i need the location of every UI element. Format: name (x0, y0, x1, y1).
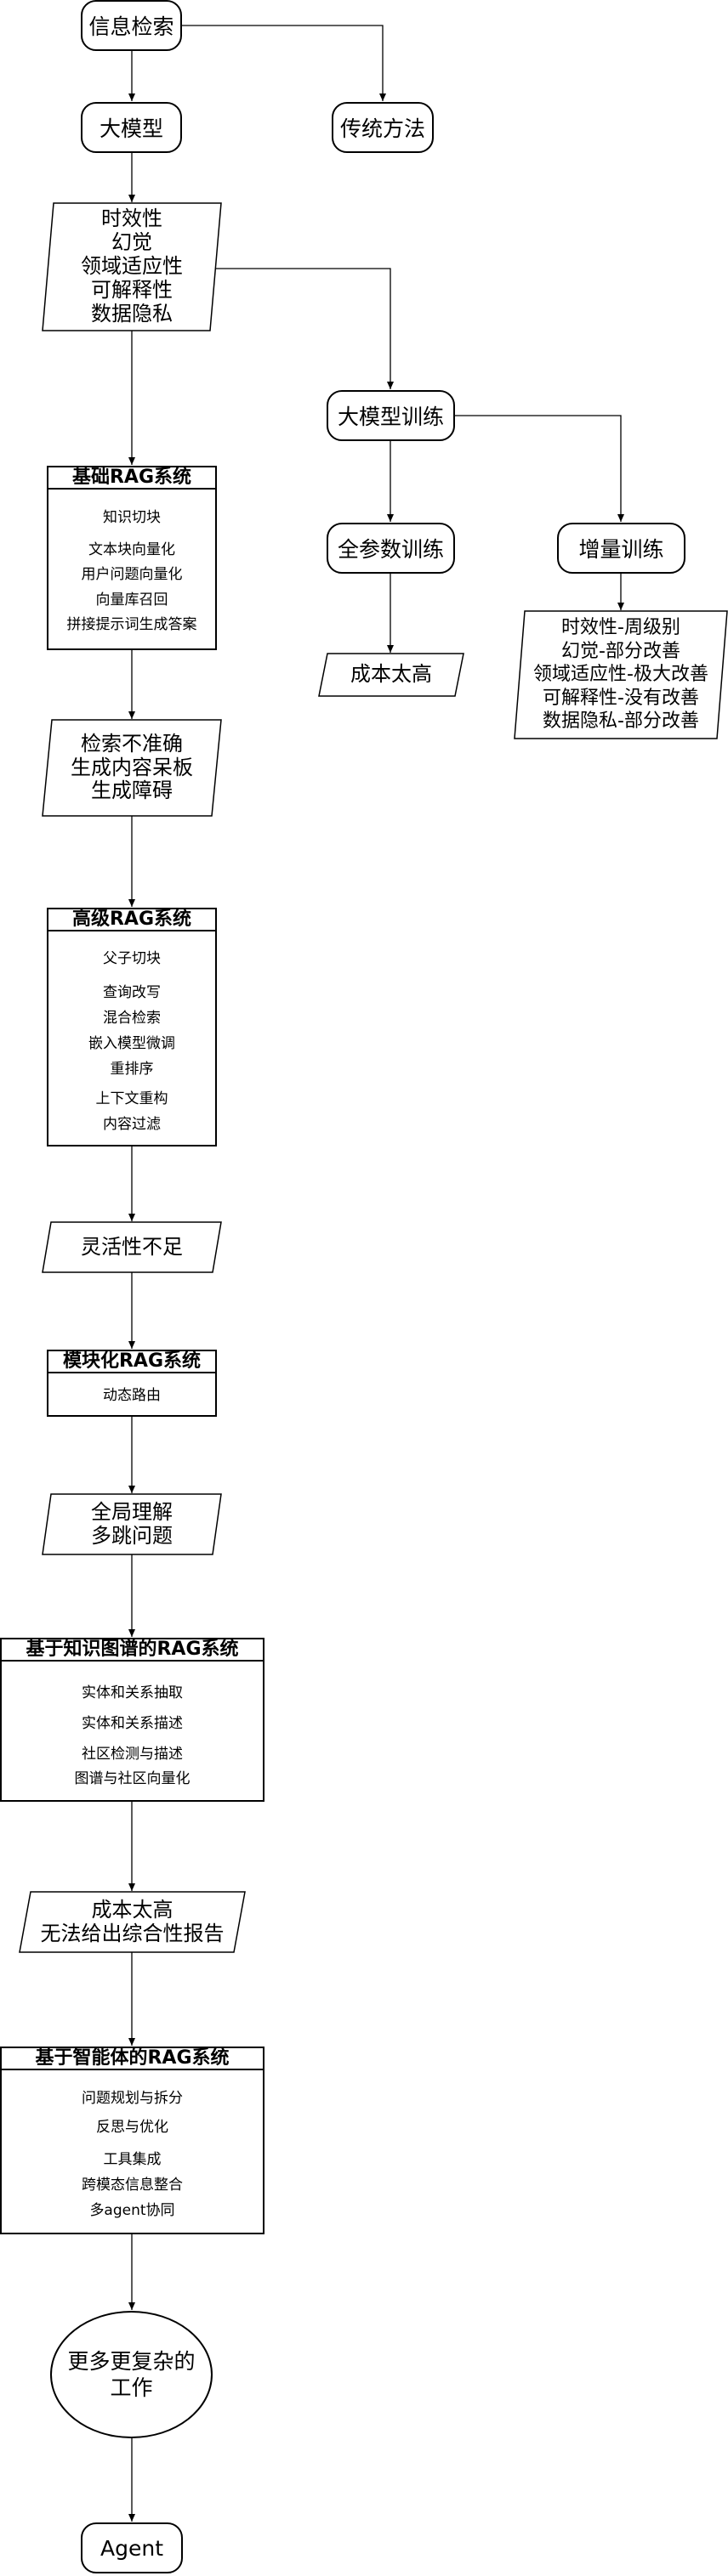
cost-label: 成本太高 (350, 662, 432, 687)
modular-rag-title: 模块化RAG系统 (48, 1351, 215, 1373)
node-incremental-training: 增量训练 (557, 523, 685, 574)
result-line: 幻觉-部分改善 (561, 640, 680, 662)
problem-line: 检索不准确 (81, 731, 183, 756)
problem-line: 可解释性 (91, 277, 173, 302)
advanced-rag-title: 高级RAG系统 (48, 909, 215, 931)
node-kg-problems: 成本太高 无法给出综合性报告 (19, 1891, 246, 1953)
agent-rag-item: 工具集成 (103, 2151, 162, 2168)
kg-rag-item: 社区检测与描述 (82, 1746, 183, 1763)
modular-rag-item: 动态路由 (103, 1387, 161, 1404)
node-llm: 大模型 (81, 102, 182, 153)
result-line: 数据隐私-部分改善 (543, 711, 699, 733)
basic-rag-item: 用户问题向量化 (81, 566, 183, 583)
result-line: 可解释性-没有改善 (543, 687, 699, 709)
kg-rag-title: 基于知识图谱的RAG系统 (2, 1639, 263, 1662)
basic-rag-item: 拼接提示词生成答案 (66, 616, 197, 633)
node-traditional-method: 传统方法 (332, 102, 434, 153)
agent-rag-title: 基于智能体的RAG系统 (2, 2048, 263, 2070)
node-cost-too-high: 成本太高 (318, 653, 464, 697)
kg-rag-item: 图谱与社区向量化 (74, 1770, 191, 1787)
problem-line: 时效性 (101, 207, 162, 231)
problem-line: 领域适应性 (81, 254, 183, 279)
node-future-work: 更多更复杂的工作 (50, 2311, 213, 2438)
basic-rag-item: 向量库召回 (95, 592, 168, 609)
problem-line: 生成内容呆板 (71, 755, 193, 779)
advanced-rag-item: 重排序 (110, 1061, 154, 1078)
flex-label: 灵活性不足 (81, 1234, 183, 1259)
advanced-rag-item: 上下文重构 (95, 1090, 168, 1107)
result-line: 领域适应性-极大改善 (533, 664, 708, 686)
edge-problems-training (214, 268, 394, 389)
advanced-rag-item: 父子切块 (103, 950, 161, 967)
node-basic-rag-problems: 检索不准确 生成内容呆板 生成障碍 (42, 719, 222, 817)
problem-line: 无法给出综合性报告 (40, 1921, 225, 1945)
edge-retrieval-traditional (182, 25, 386, 101)
node-llm-training: 大模型训练 (327, 390, 455, 441)
node-agent-rag-system: 基于智能体的RAG系统 问题规划与拆分 反思与优化 工具集成 跨模态信息整合 多… (0, 2047, 264, 2234)
result-line: 时效性-周级别 (561, 617, 680, 639)
node-kg-rag-system: 基于知识图谱的RAG系统 实体和关系抽取 实体和关系描述 社区检测与描述 图谱与… (0, 1638, 264, 1802)
agent-rag-item: 问题规划与拆分 (82, 2090, 183, 2107)
node-advanced-rag-system: 高级RAG系统 父子切块 查询改写 混合检索 嵌入模型微调 重排序 上下文重构 … (47, 908, 217, 1146)
advanced-rag-item: 混合检索 (103, 1010, 161, 1027)
advanced-rag-item: 内容过滤 (103, 1116, 161, 1133)
advanced-rag-item: 嵌入模型微调 (88, 1035, 175, 1052)
problem-line: 数据隐私 (91, 301, 173, 326)
node-flexibility-problem: 灵活性不足 (42, 1221, 222, 1273)
node-basic-rag-system: 基础RAG系统 知识切块 文本块向量化 用户问题向量化 向量库召回 拼接提示词生… (47, 466, 217, 650)
advanced-rag-item: 查询改写 (103, 984, 161, 1001)
node-incremental-results: 时效性-周级别 幻觉-部分改善 领域适应性-极大改善 可解释性-没有改善 数据隐… (514, 610, 728, 739)
problem-line: 全局理解 (91, 1499, 173, 1524)
basic-rag-item: 知识切块 (103, 509, 161, 526)
agent-rag-item: 反思与优化 (96, 2119, 168, 2136)
edge-training-incremental (455, 415, 624, 522)
problem-line: 多跳问题 (91, 1523, 173, 1548)
node-llm-problems: 时效性 幻觉 领域适应性 可解释性 数据隐私 (42, 202, 222, 331)
problem-line: 幻觉 (111, 230, 152, 255)
node-modular-rag-system: 模块化RAG系统 动态路由 (47, 1350, 217, 1417)
node-info-retrieval: 信息检索 (81, 0, 182, 51)
node-agent: Agent (81, 2522, 183, 2573)
kg-rag-item: 实体和关系抽取 (82, 1684, 183, 1701)
node-global-problems: 全局理解 多跳问题 (42, 1493, 222, 1555)
kg-rag-item: 实体和关系描述 (82, 1715, 183, 1732)
problem-line: 成本太高 (91, 1897, 173, 1922)
future-label: 更多更复杂的工作 (67, 2348, 196, 2400)
problem-line: 生成障碍 (91, 778, 173, 803)
node-full-param-training: 全参数训练 (327, 523, 455, 574)
basic-rag-title: 基础RAG系统 (48, 467, 215, 490)
agent-rag-item: 多agent协同 (89, 2202, 175, 2219)
agent-rag-item: 跨模态信息整合 (82, 2177, 183, 2194)
basic-rag-item: 文本块向量化 (88, 541, 175, 558)
